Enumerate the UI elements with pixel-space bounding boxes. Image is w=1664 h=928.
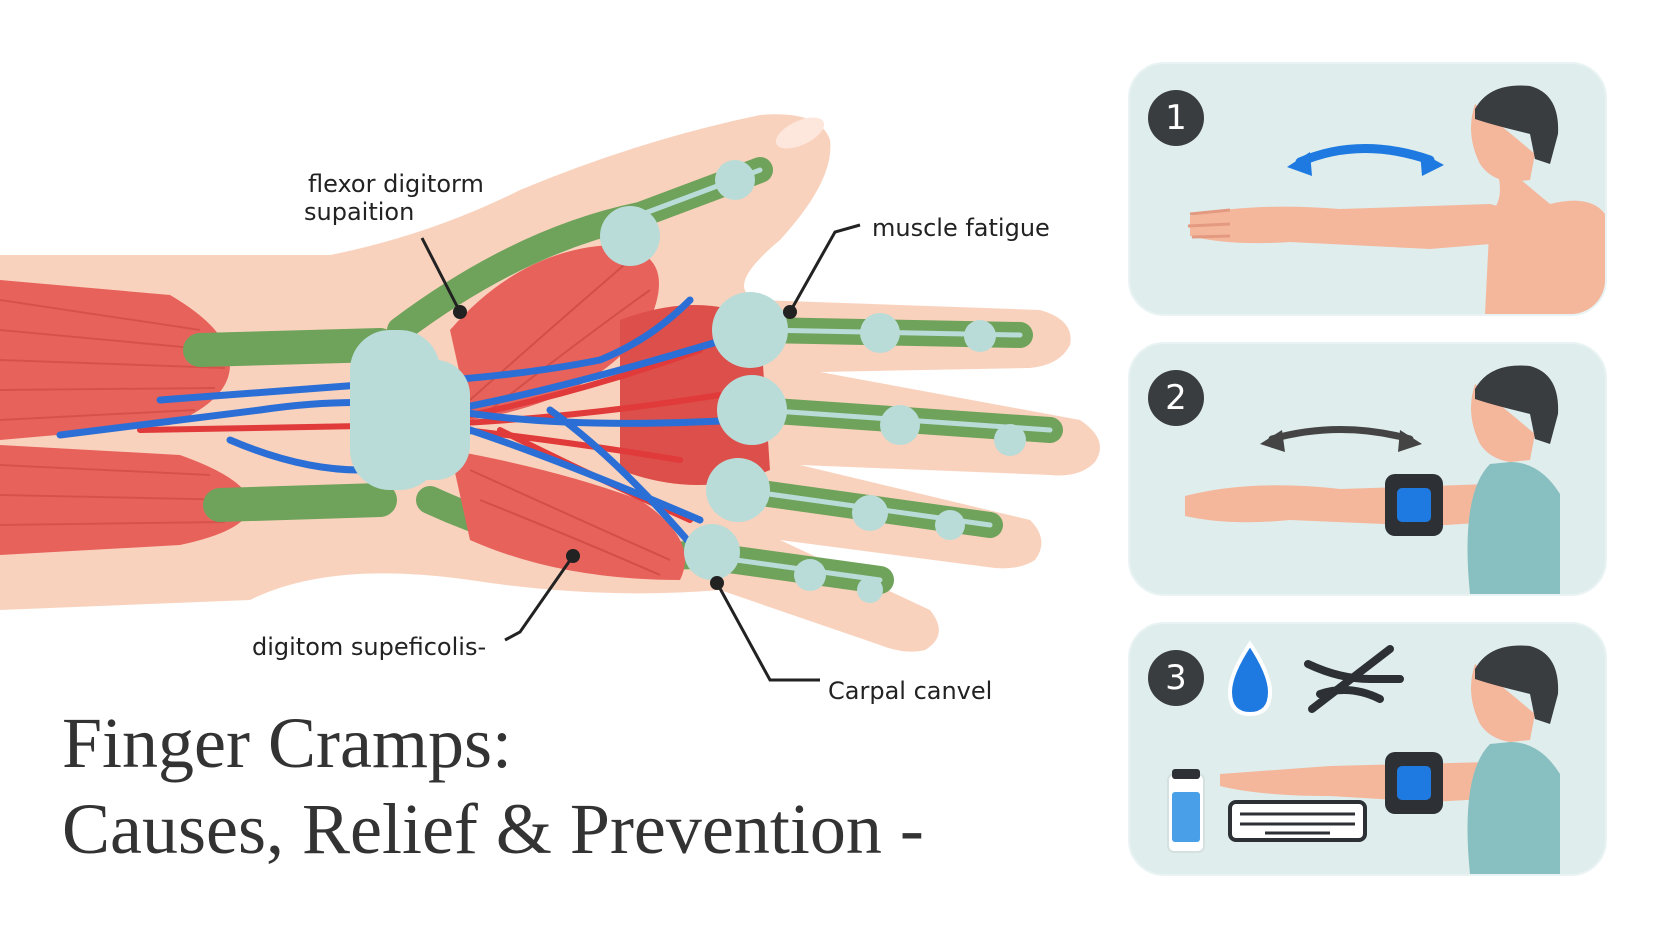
- hand-anatomy-illustration: [0, 114, 1100, 682]
- step-panel-2: 2: [1128, 342, 1607, 596]
- prevention-illustration: [1167, 640, 1560, 874]
- marker-muscle-fatigue: [783, 305, 797, 319]
- leader-lines: [420, 223, 861, 682]
- label-carpal-canvel: Carpal canvel: [828, 677, 993, 705]
- stretch-forward-illustration: [1187, 85, 1605, 314]
- arrow-right-icon: [1420, 152, 1444, 176]
- water-drop-icon: [1227, 640, 1273, 717]
- arm-brace-illustration: [1185, 365, 1560, 594]
- joints: [350, 160, 1026, 603]
- label-muscle-fatigue: muscle fatigue: [872, 214, 1050, 242]
- keyboard-icon: [1228, 800, 1367, 842]
- label-flexor-line2: supaition: [304, 198, 415, 226]
- marker-digitorm: [566, 549, 580, 563]
- label-flexor-line1: flexor digitorm: [308, 170, 484, 198]
- step-number-1: 1: [1148, 90, 1204, 146]
- page-title: Finger Cramps: Causes, Relief & Preventi…: [62, 700, 924, 872]
- step-number-2: 2: [1148, 370, 1204, 426]
- no-strain-icon: [1304, 645, 1404, 713]
- arrow-left-icon: [1287, 152, 1312, 176]
- marker-carpal: [710, 576, 724, 590]
- arrow-left-icon: [1260, 430, 1285, 452]
- nail: [775, 117, 825, 149]
- title-line-2: Causes, Relief & Prevention -: [62, 789, 924, 869]
- arrow-right-icon: [1398, 430, 1422, 452]
- title-line-1: Finger Cramps:: [62, 703, 512, 783]
- step-number-3: 3: [1148, 650, 1204, 706]
- label-flexor-digitorm: flexor digitorm supaition: [304, 170, 484, 226]
- label-digitorm-supeficolis: digitom supeficolis-: [252, 633, 487, 661]
- marker-flexor: [453, 305, 467, 319]
- step-panel-3: 3: [1128, 622, 1607, 876]
- forearm-muscles: [0, 280, 250, 555]
- step-panel-1: 1: [1128, 62, 1607, 316]
